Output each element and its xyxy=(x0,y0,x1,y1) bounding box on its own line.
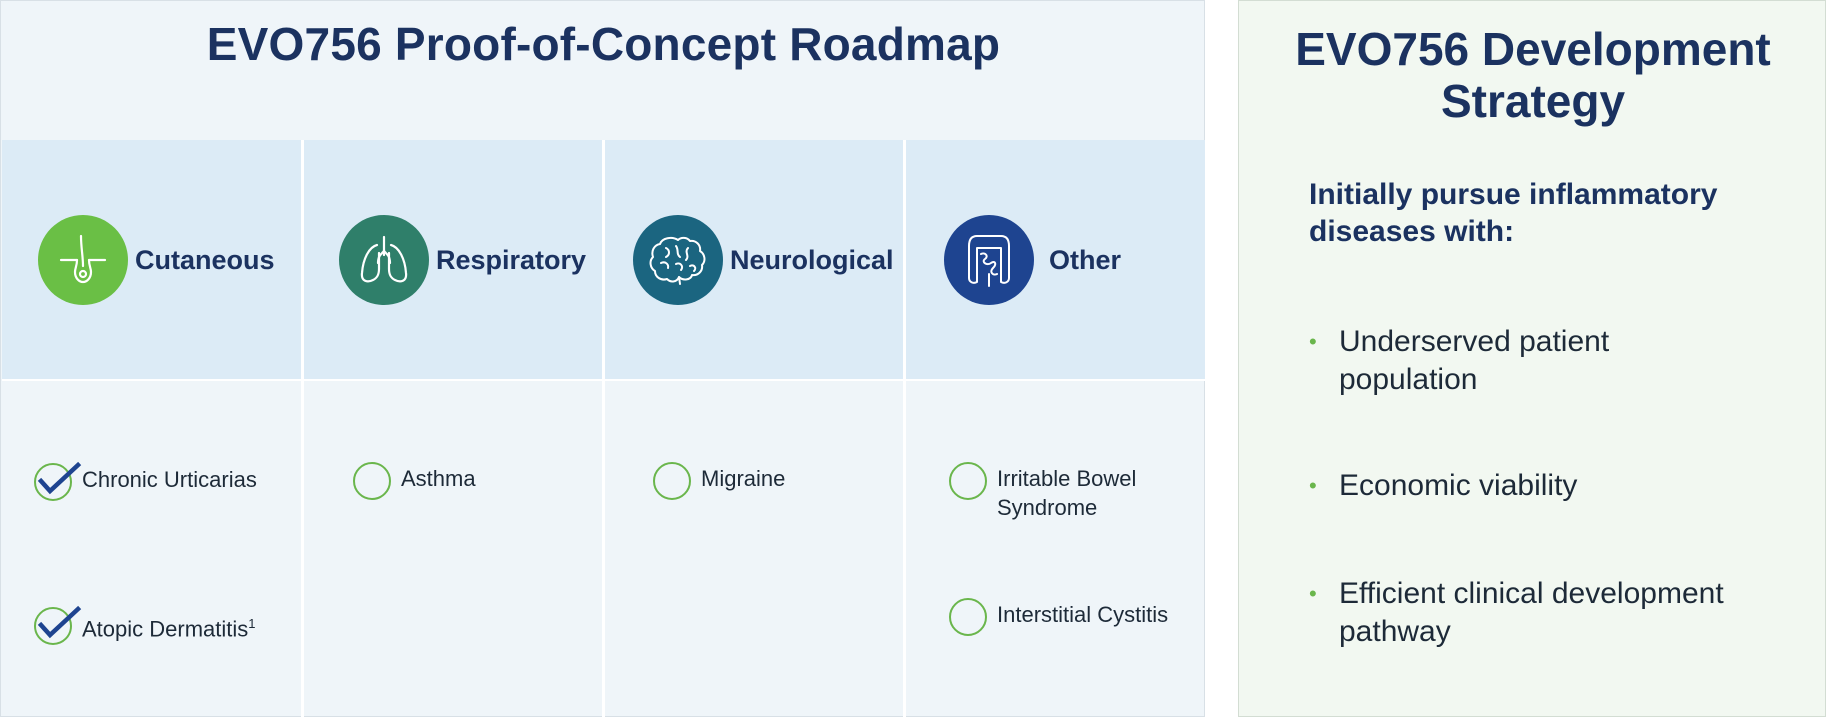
column-divider xyxy=(301,140,304,718)
list-item-irritable-bowel-syndrome: Irritable Bowel Syndrome xyxy=(949,462,1136,522)
open-circle-icon xyxy=(949,598,989,638)
strategy-panel: EVO756 Development Strategy Initially pu… xyxy=(1238,0,1826,717)
list-item-asthma: Asthma xyxy=(353,462,476,502)
open-circle-icon xyxy=(353,462,393,502)
category-other: Other xyxy=(944,140,1121,380)
open-circle-icon xyxy=(949,462,989,502)
footnote-marker: 1 xyxy=(248,616,256,631)
item-label: Irritable Bowel Syndrome xyxy=(997,466,1137,520)
item-label: Asthma xyxy=(401,466,476,491)
checked-circle-icon xyxy=(34,461,82,503)
lungs-icon xyxy=(339,215,429,305)
item-label: Interstitial Cystitis xyxy=(997,602,1169,627)
category-label: Respiratory xyxy=(436,244,587,275)
bullet-item: • Economic viability xyxy=(1309,467,1789,505)
strategy-title: EVO756 Development Strategy xyxy=(1295,23,1771,127)
list-item-atopic-dermatitis: Atopic Dermatitis1 xyxy=(34,605,256,647)
list-item-migraine: Migraine xyxy=(653,462,785,502)
bullet-item: • Underserved patient population xyxy=(1309,323,1789,399)
roadmap-panel: EVO756 Proof-of-Concept Roadmap Cutaneou… xyxy=(0,0,1205,718)
category-label: Other xyxy=(1049,244,1122,275)
hair-follicle-icon xyxy=(38,215,128,305)
item-label: Migraine xyxy=(701,466,786,491)
row-divider xyxy=(2,379,1205,381)
open-circle-icon xyxy=(653,462,693,502)
brain-icon xyxy=(633,215,723,305)
intestine-icon xyxy=(944,215,1034,305)
list-item-chronic-urticarias: Chronic Urticarias xyxy=(34,461,257,503)
roadmap-title: EVO756 Proof-of-Concept Roadmap xyxy=(206,18,1001,70)
checked-circle-icon xyxy=(34,605,82,647)
list-item-interstitial-cystitis: Interstitial Cystitis xyxy=(949,598,1168,638)
column-divider xyxy=(602,140,605,718)
bullet-dot-icon: • xyxy=(1309,329,1317,354)
item-label: Atopic Dermatitis1 xyxy=(82,616,256,642)
strategy-subtitle: Initially pursue inflammatory diseases w… xyxy=(1309,178,1718,248)
bullet-dot-icon: • xyxy=(1309,473,1317,498)
bullet-item: • Efficient clinical development pathway xyxy=(1309,575,1789,651)
category-label: Neurological xyxy=(730,244,894,275)
item-label: Chronic Urticarias xyxy=(82,467,257,492)
column-divider xyxy=(903,140,906,718)
category-respiratory: Respiratory xyxy=(339,140,586,380)
category-label: Cutaneous xyxy=(135,244,275,275)
category-cutaneous: Cutaneous xyxy=(38,140,275,380)
bullet-dot-icon: • xyxy=(1309,581,1317,606)
category-neurological: Neurological xyxy=(633,140,894,380)
